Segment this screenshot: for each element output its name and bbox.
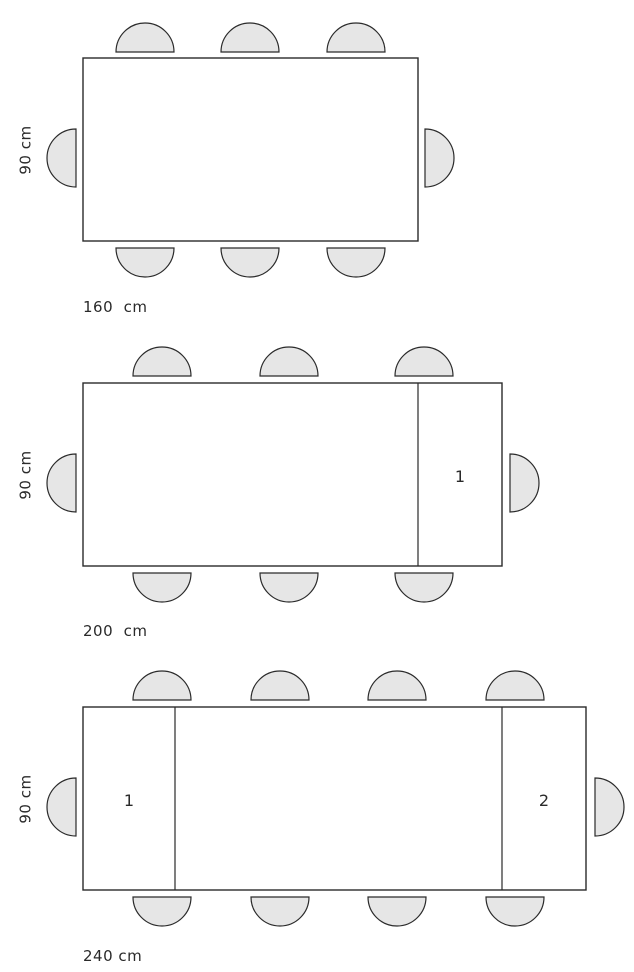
table-200-top	[82, 382, 503, 567]
chair-top-3	[367, 670, 427, 701]
chair-bottom-2	[250, 896, 310, 927]
chair-bottom-3	[326, 247, 386, 278]
chair-bottom-4	[485, 896, 545, 927]
chair-bottom-2	[220, 247, 280, 278]
table-240-group: 1 2 90 cm 240 cm	[17, 670, 625, 965]
chair-bottom-3	[394, 572, 454, 603]
chair-top-3	[326, 22, 386, 53]
chair-top-3	[394, 346, 454, 377]
chair-bottom-1	[132, 896, 192, 927]
leaf-1-label: 1	[455, 467, 465, 486]
table-240-top	[82, 706, 587, 891]
chair-top-1	[132, 670, 192, 701]
chair-top-1	[132, 346, 192, 377]
chair-right-end	[594, 777, 625, 837]
chair-left-end	[46, 128, 77, 188]
table-200-group: 1 90 cm 200 cm	[17, 346, 540, 640]
chair-right-end	[424, 128, 455, 188]
table-160-depth-label: 90 cm	[17, 125, 35, 174]
table-160-group: 90 cm 160 cm	[17, 22, 455, 316]
table-160-top	[82, 57, 419, 242]
chair-right-end	[509, 453, 540, 513]
chair-top-2	[220, 22, 280, 53]
leaf-2-label: 2	[539, 791, 549, 810]
chair-bottom-1	[132, 572, 192, 603]
table-240-width-label: 240 cm	[83, 947, 142, 965]
chair-top-4	[485, 670, 545, 701]
chair-top-2	[250, 670, 310, 701]
chair-top-2	[259, 346, 319, 377]
table-240-depth-label: 90 cm	[17, 774, 35, 823]
chair-bottom-2	[259, 572, 319, 603]
table-160-width-label: 160 cm	[83, 298, 148, 316]
leaf-1-label: 1	[124, 791, 134, 810]
table-200-depth-label: 90 cm	[17, 450, 35, 499]
table-200-width-label: 200 cm	[83, 622, 148, 640]
chair-bottom-3	[367, 896, 427, 927]
chair-left-end	[46, 777, 77, 837]
chair-top-1	[115, 22, 175, 53]
chair-bottom-1	[115, 247, 175, 278]
chair-left-end	[46, 453, 77, 513]
